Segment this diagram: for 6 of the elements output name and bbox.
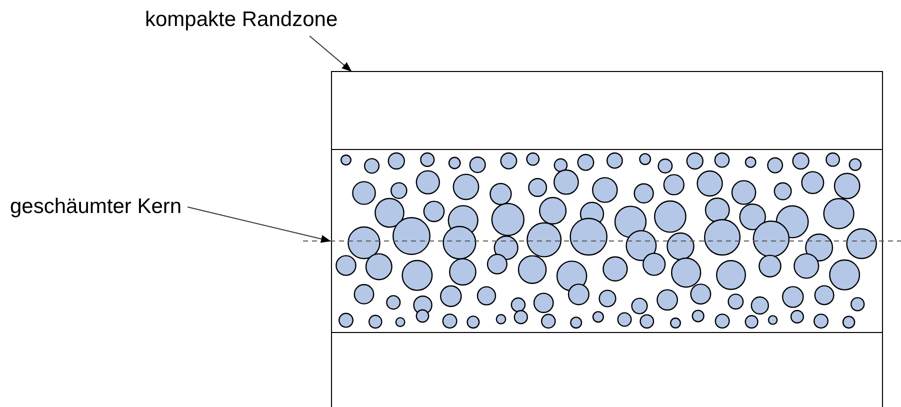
leader-line	[309, 36, 352, 72]
layer-band	[331, 332, 883, 407]
leader-line	[187, 206, 331, 243]
layer-label: kompakte Randzone	[145, 8, 338, 32]
layer-band	[331, 71, 883, 150]
layer-label: geschäumter Kern	[10, 195, 182, 219]
